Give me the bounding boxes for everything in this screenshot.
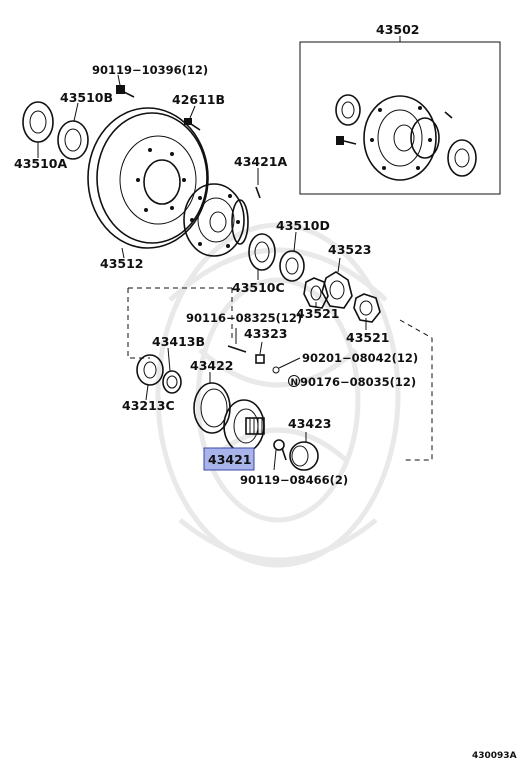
label-43512[interactable]: 43512 xyxy=(100,256,144,271)
label-90119-08466[interactable]: 90119−08466(2) xyxy=(240,473,348,487)
bearing-43510C xyxy=(248,233,276,280)
plug-43323 xyxy=(255,341,265,364)
oil-seal-43510A xyxy=(22,101,54,158)
bearing-43510B xyxy=(57,102,89,160)
new-part-marker: N xyxy=(288,375,300,388)
nut-43521-right xyxy=(353,293,381,330)
hub-flange xyxy=(183,183,249,257)
label-43510B[interactable]: 43510B xyxy=(60,90,113,105)
label-43523[interactable]: 43523 xyxy=(328,242,372,257)
stud-43421A xyxy=(255,168,261,199)
label-90116-08325[interactable]: 90116−08325(12) xyxy=(186,311,302,325)
watermark-emblem xyxy=(155,222,401,568)
label-43510C[interactable]: 43510C xyxy=(232,280,285,295)
label-90176-08035[interactable]: 90176−08035(12) xyxy=(300,375,416,389)
label-43421A[interactable]: 43421A xyxy=(234,154,287,169)
label-43521-right[interactable]: 43521 xyxy=(346,330,390,345)
nut-43521-left xyxy=(303,277,329,309)
stud-42611B xyxy=(184,105,201,131)
new-part-marker-letter: N xyxy=(291,378,299,388)
label-43510A[interactable]: 43510A xyxy=(14,156,67,171)
label-42611B[interactable]: 42611B xyxy=(172,92,225,107)
label-43423[interactable]: 43423 xyxy=(288,416,332,431)
assembly-inset-43502 xyxy=(299,36,501,195)
washer-43523 xyxy=(321,257,353,309)
label-90201-08042[interactable]: 90201−08042(12) xyxy=(302,351,418,365)
hub-43421 xyxy=(223,399,265,453)
ring-43413B xyxy=(162,347,182,394)
brake-disc-43512 xyxy=(87,107,209,259)
bolt-90119-08466 xyxy=(273,439,287,471)
label-43421-highlighted[interactable]: 43421 xyxy=(203,447,255,471)
washer-90201-08042 xyxy=(272,357,301,374)
seal-43510D xyxy=(279,231,305,282)
figure-code: 430093A xyxy=(472,751,517,761)
label-43502[interactable]: 43502 xyxy=(376,22,420,37)
label-43510D[interactable]: 43510D xyxy=(276,218,330,233)
label-43213C[interactable]: 43213C xyxy=(122,398,175,413)
cap-43423 xyxy=(289,432,319,471)
bolt-90116-08325 xyxy=(227,328,247,353)
label-43413B[interactable]: 43413B xyxy=(152,334,205,349)
label-90119-10396[interactable]: 90119−10396(12) xyxy=(92,63,208,77)
label-43521-left[interactable]: 43521 xyxy=(296,306,340,321)
label-43421[interactable]: 43421 xyxy=(208,452,252,467)
label-43422[interactable]: 43422 xyxy=(190,358,234,373)
bolt-90119-10396 xyxy=(116,74,135,98)
seal-43213C xyxy=(136,354,164,401)
label-43323[interactable]: 43323 xyxy=(244,326,288,341)
